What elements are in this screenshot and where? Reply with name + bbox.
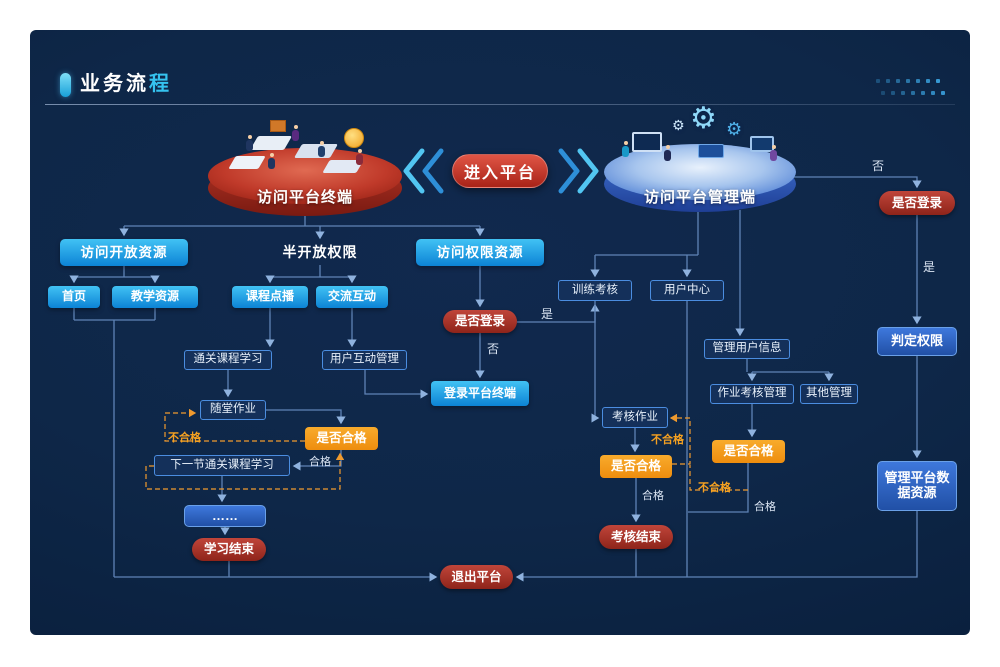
header-divider <box>45 104 955 105</box>
edge-label-pass: 合格 <box>642 490 664 502</box>
server-panel-icon <box>698 144 724 158</box>
gear-icon: ⚙ <box>672 117 685 133</box>
platform-terminal-illustration: 访问平台终端 <box>206 118 404 218</box>
node-is-qualified-left: 是否合格 <box>305 427 378 450</box>
edge-label-no: 否 <box>872 159 885 173</box>
edge-label-fail: 不合格 <box>651 434 684 446</box>
node-interaction: 交流互动 <box>316 286 388 308</box>
node-exit-platform: 退出平台 <box>440 565 513 589</box>
node-is-qualified-right: 是否合格 <box>712 440 785 463</box>
node-permission-resources: 访问权限资源 <box>416 239 544 266</box>
node-is-logged-in: 是否登录 <box>443 310 517 333</box>
node-ellipsis: …… <box>184 505 266 527</box>
node-user-interaction-mgmt: 用户互动管理 <box>322 350 407 370</box>
page-title-main: 业务流 <box>80 73 149 95</box>
node-is-logged-in-admin: 是否登录 <box>879 191 955 215</box>
monitor-icon <box>750 136 774 152</box>
node-home: 首页 <box>48 286 100 308</box>
node-manage-user-info: 管理用户信息 <box>704 339 790 359</box>
node-manage-data-resources: 管理平台数据资源 <box>877 461 957 511</box>
person-icon <box>356 149 363 165</box>
edge-label-yes: 是 <box>541 307 554 321</box>
node-exam-end: 考核结束 <box>599 525 673 549</box>
node-exam-homework: 考核作业 <box>602 407 668 428</box>
gear-icon: ⚙ <box>726 119 743 139</box>
node-study-end: 学习结束 <box>192 538 266 561</box>
edge-label-fail: 不合格 <box>698 482 731 494</box>
person-icon <box>318 141 325 157</box>
edge-label-fail: 不合格 <box>168 432 201 444</box>
person-icon <box>268 153 275 169</box>
crate-icon <box>270 120 286 132</box>
dots-decoration <box>876 70 951 95</box>
edge-label-yes: 是 <box>923 260 936 274</box>
node-user-center: 用户中心 <box>650 280 724 301</box>
edge-label-pass: 合格 <box>309 456 331 468</box>
edge-label-no: 否 <box>487 342 500 356</box>
platform-admin-label: 访问平台管理端 <box>643 189 756 206</box>
gear-icon: ⚙ <box>690 102 717 135</box>
node-training-exam: 训练考核 <box>558 280 632 301</box>
person-icon <box>246 135 253 151</box>
chevron-left-icon <box>403 148 444 194</box>
node-next-course-learning: 下一节通关课程学习 <box>154 455 290 476</box>
platform-admin-illustration: ⚙ ⚙ ⚙ 访问平台管理端 <box>602 104 798 216</box>
node-other-mgmt: 其他管理 <box>800 384 858 404</box>
person-icon <box>770 145 777 161</box>
node-is-qualified-mid: 是否合格 <box>600 455 672 478</box>
page-title: 业务流程 <box>80 70 172 98</box>
monitor-icon <box>632 132 662 152</box>
header-bullet-icon <box>60 73 71 97</box>
edge-label-pass: 合格 <box>754 501 776 513</box>
node-class-homework: 随堂作业 <box>200 400 266 420</box>
person-icon <box>622 141 629 157</box>
node-teaching-resources: 教学资源 <box>112 286 198 308</box>
page-title-accent: 程 <box>149 73 172 95</box>
node-homework-exam-mgmt: 作业考核管理 <box>710 384 794 404</box>
node-open-resources: 访问开放资源 <box>60 239 188 266</box>
node-pass-course-learning: 通关课程学习 <box>184 350 272 370</box>
node-semi-open-permission: 半开放权限 <box>282 243 358 260</box>
node-judge-permission: 判定权限 <box>877 327 957 356</box>
platform-terminal-label: 访问平台终端 <box>256 189 353 206</box>
node-login-terminal: 登录平台终端 <box>431 381 529 406</box>
person-icon <box>292 125 299 141</box>
node-course-vod: 课程点播 <box>232 286 308 308</box>
coin-icon <box>344 128 364 148</box>
node-enter-platform: 进入平台 <box>452 154 548 188</box>
chevron-right-icon <box>558 148 599 194</box>
person-icon <box>664 145 671 161</box>
